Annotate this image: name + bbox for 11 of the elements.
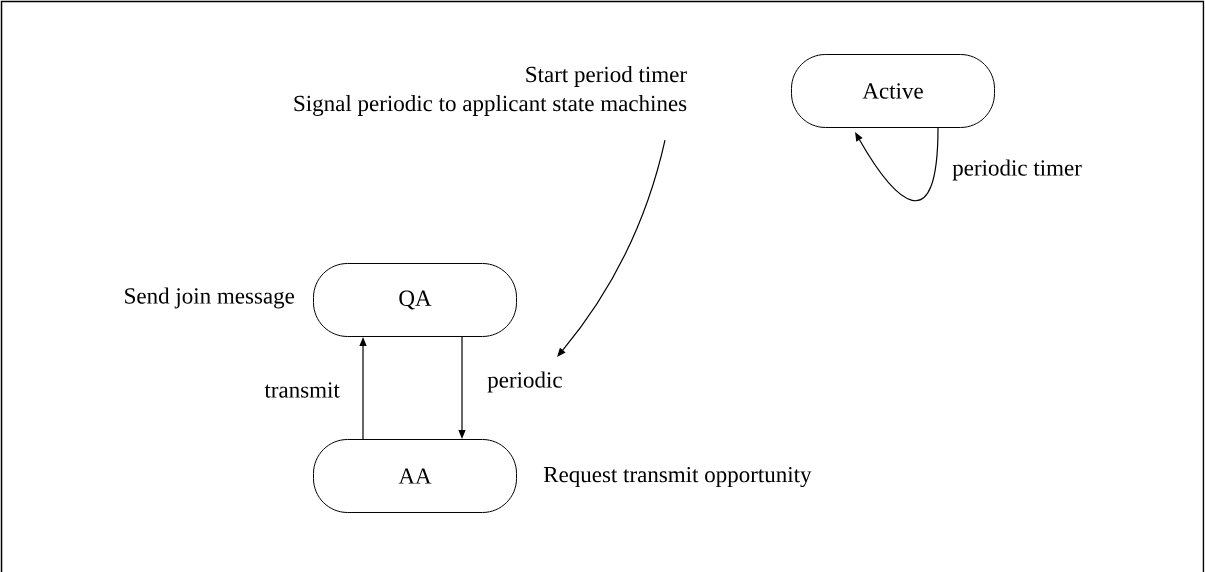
leader-arrow xyxy=(557,139,666,357)
state-box: Active xyxy=(791,54,995,128)
action-text: Send join message xyxy=(125,287,294,309)
state-box: AA xyxy=(313,439,517,513)
state-box: QA xyxy=(313,263,517,337)
edge-label: transmit xyxy=(262,380,342,400)
action-text: Start period timer Signal periodic to applicant state machines xyxy=(294,66,687,116)
edge-label: periodic timer xyxy=(950,157,1084,183)
action-text: Request transmit opportunity xyxy=(543,466,812,488)
self-loop-arrow xyxy=(855,127,939,201)
edge-label: periodic xyxy=(485,369,565,395)
